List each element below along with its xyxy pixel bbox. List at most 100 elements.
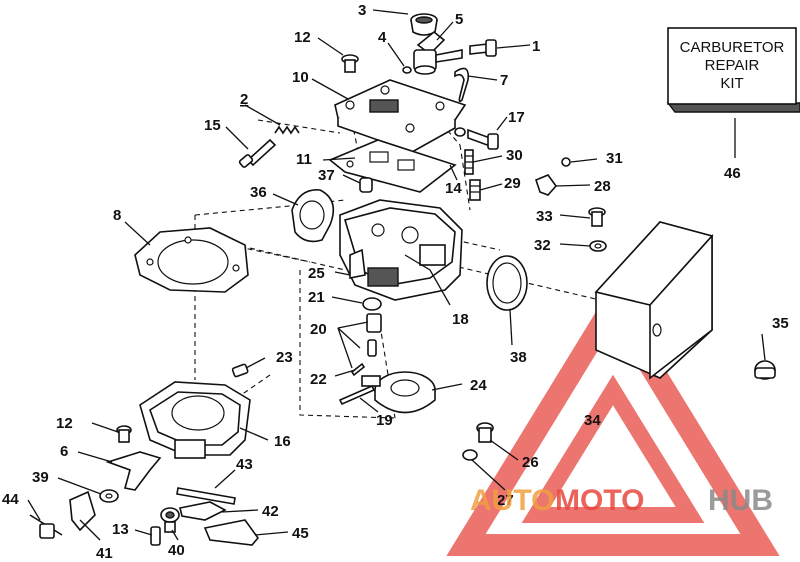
- part-21-washer: [362, 297, 382, 311]
- callout-16: 16: [274, 433, 291, 450]
- callout-15: 15: [204, 117, 221, 134]
- callout-13: 13: [112, 521, 129, 538]
- watermark-wordmark: AUTO MOTO HUB: [470, 484, 773, 517]
- part-12-screw-top: [341, 54, 359, 73]
- callout-33: 33: [536, 208, 553, 225]
- part-17-screw: [454, 127, 499, 150]
- part-39-washer: [99, 489, 119, 503]
- callout-39: 39: [32, 469, 49, 486]
- callout-37: 37: [318, 167, 335, 184]
- callout-12-lower: 12: [56, 415, 73, 432]
- part-35-plug: [754, 360, 776, 380]
- leader-lines: [27, 9, 766, 541]
- part-40-fitting: [160, 507, 180, 533]
- part-31-screw: [561, 157, 571, 167]
- part-28-bracket: [535, 174, 558, 196]
- callout-25: 25: [308, 265, 325, 282]
- callout-41: 41: [96, 545, 113, 562]
- part-7-clip: [454, 67, 470, 103]
- watermark-text-auto: AUTO: [470, 484, 554, 517]
- part-16-lower-body: [139, 381, 251, 459]
- callout-7: 7: [500, 72, 508, 89]
- watermark-logo-triangle: [446, 283, 780, 556]
- part-23-screw: [231, 363, 249, 378]
- callout-6: 6: [60, 443, 68, 460]
- callout-23: 23: [276, 349, 293, 366]
- part-22-pin: [350, 362, 366, 377]
- callout-42: 42: [262, 503, 279, 520]
- part-6-lever: [105, 451, 162, 491]
- callout-18: 18: [452, 311, 469, 328]
- callout-4: 4: [378, 29, 387, 46]
- callout-1: 1: [532, 38, 540, 55]
- callout-2: 2: [240, 91, 248, 108]
- watermark-text-hub: HUB: [708, 484, 773, 517]
- callout-45: 45: [292, 525, 309, 542]
- part-44-screw: [29, 514, 63, 539]
- callout-43: 43: [236, 456, 253, 473]
- part-43-rod: [176, 487, 236, 505]
- part-20-jets: [366, 313, 382, 357]
- callout-35: 35: [772, 315, 789, 332]
- callout-30: 30: [506, 147, 523, 164]
- callout-32: 32: [534, 237, 551, 254]
- callout-36: 36: [250, 184, 267, 201]
- kit-line-1: CARBURETOR: [680, 39, 785, 56]
- part-11-gasket: [328, 139, 457, 193]
- callout-11: 11: [296, 151, 312, 168]
- callout-46: 46: [724, 165, 741, 182]
- callout-10: 10: [292, 69, 309, 86]
- callout-14: 14: [445, 180, 462, 197]
- kit-line-2: REPAIR: [705, 57, 760, 74]
- kit-line-3: KIT: [720, 75, 743, 92]
- part-4-o-ring: [402, 66, 412, 74]
- part-2-spring: [274, 125, 300, 135]
- callout-29: 29: [504, 175, 521, 192]
- part-12-screw-lower: [116, 425, 132, 443]
- part-29-jet: [469, 179, 481, 201]
- callout-3: 3: [358, 2, 366, 19]
- part-27-washer: [462, 449, 478, 461]
- callout-12-top: 12: [294, 29, 311, 46]
- part-10-cover-plate: [334, 79, 467, 153]
- callout-19: 19: [376, 412, 393, 429]
- callout-20: 20: [310, 321, 327, 338]
- carburetor-body: [339, 199, 463, 301]
- callout-44: 44: [2, 491, 19, 508]
- callout-28: 28: [594, 178, 611, 195]
- part-24-float: [361, 371, 436, 414]
- part-5-fitting: [413, 30, 463, 75]
- part-34-air-silencer: [594, 221, 714, 380]
- part-15-needle-screw: [238, 138, 277, 168]
- carburetor-repair-kit-box: CARBURETOR REPAIR KIT: [666, 27, 800, 113]
- part-13-screw: [150, 526, 161, 546]
- part-45-link: [203, 519, 260, 546]
- watermark-text-moto: MOTO: [555, 484, 644, 517]
- part-30-jet: [464, 149, 474, 175]
- part-41-arm: [69, 490, 96, 532]
- callout-5: 5: [455, 11, 463, 28]
- part-33-screw: [588, 207, 606, 227]
- callout-26: 26: [522, 454, 539, 471]
- callout-21: 21: [308, 289, 325, 306]
- callout-27: 27: [497, 492, 514, 509]
- part-42-bracket: [179, 501, 227, 521]
- part-26-fitting: [476, 422, 494, 443]
- callout-24: 24: [470, 377, 487, 394]
- part-19-pin: [338, 384, 376, 406]
- callout-8: 8: [113, 207, 121, 224]
- part-38-gasket-ring: [486, 255, 528, 311]
- part-32-washer: [589, 240, 607, 252]
- callout-40: 40: [168, 542, 185, 559]
- callout-17: 17: [508, 109, 525, 126]
- callout-31: 31: [606, 150, 623, 167]
- callout-22: 22: [310, 371, 327, 388]
- part-37-plug: [359, 177, 373, 193]
- part-36-gasket: [291, 189, 335, 243]
- callout-34: 34: [584, 412, 601, 429]
- callout-38: 38: [510, 349, 527, 366]
- part-3-cap: [410, 13, 438, 36]
- part-8-gasket: [134, 227, 249, 293]
